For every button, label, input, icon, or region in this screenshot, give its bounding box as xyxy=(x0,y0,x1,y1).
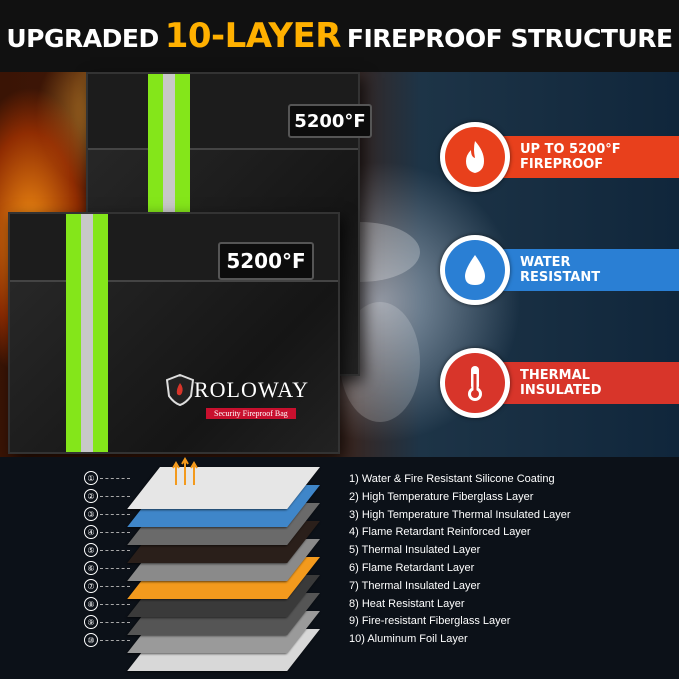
layer-item: 4) Flame Retardant Reinforced Layer xyxy=(349,526,531,539)
layer-item: 3) High Temperature Thermal Insulated La… xyxy=(349,508,571,521)
layer-item: 1) Water & Fire Resistant Silicone Coati… xyxy=(349,473,555,485)
layer-item: 5) Thermal Insulated Layer xyxy=(349,544,481,557)
leader-line xyxy=(100,640,130,641)
reflective-stripe xyxy=(66,214,108,452)
leader-line xyxy=(100,496,130,497)
temperature-label: 5200°F xyxy=(288,104,372,138)
flame-icon xyxy=(466,141,484,173)
thermometer-icon xyxy=(468,366,482,401)
layer-number: ⑥ xyxy=(84,561,98,575)
feature-line-1: UP TO 5200°F xyxy=(520,142,621,157)
leader-line xyxy=(100,514,130,515)
feature-line-1: WATER xyxy=(520,255,571,270)
layer-item: 6) Flame Retardant Layer xyxy=(349,562,475,574)
hero-scene: 5200°F 5200°F ROLOWAY Security Fireproof… xyxy=(0,72,679,457)
headline-pre: UPGRADED xyxy=(6,24,159,53)
leader-line xyxy=(100,604,130,605)
layer-number: ③ xyxy=(84,507,98,521)
brand-subtitle: Security Fireproof Bag xyxy=(206,408,296,419)
layer-number: ⑦ xyxy=(84,579,98,593)
leader-line xyxy=(100,586,130,587)
layer-item: 8) Heat Resistant Layer xyxy=(349,597,465,610)
leader-line xyxy=(100,622,130,623)
feature-line-1: THERMAL xyxy=(520,368,590,383)
water-drop-icon xyxy=(465,255,485,285)
layer-number: ⑩ xyxy=(84,633,98,647)
layer-number: ⑤ xyxy=(84,543,98,557)
feature-line-2: INSULATED xyxy=(520,383,602,398)
layer-number: ⑨ xyxy=(84,615,98,629)
feature-line-2: FIREPROOF xyxy=(520,157,604,172)
leader-line xyxy=(100,532,130,533)
temperature-label: 5200°F xyxy=(218,242,314,280)
leader-line xyxy=(100,478,130,479)
layer-number: ② xyxy=(84,489,98,503)
brand-name: ROLOWAY xyxy=(194,377,309,402)
leader-line xyxy=(100,568,130,569)
layer-item: 2) High Temperature Fiberglass Layer xyxy=(349,490,534,503)
layer-item: 9) Fire-resistant Fiberglass Layer xyxy=(349,615,511,628)
layer-number: ⑧ xyxy=(84,597,98,611)
brand-logo: ROLOWAY Security Fireproof Bag xyxy=(166,374,309,419)
layer-number: ④ xyxy=(84,525,98,539)
shield-icon xyxy=(166,374,194,406)
layer-diagram: ① ② ③ ④ ⑤ ⑥ ⑦ ⑧ ⑨ ⑩ 1) Water & Fire Resistant Sil… xyxy=(0,457,679,679)
headline-highlight: 10-LAYER xyxy=(164,16,342,56)
heat-arrows-icon xyxy=(172,457,198,485)
layer-item: 7) Thermal Insulated Layer xyxy=(349,579,481,592)
feature-line-2: RESISTANT xyxy=(520,270,601,285)
layer-sheet xyxy=(127,467,320,509)
leader-line xyxy=(100,550,130,551)
layer-item: 10) Aluminum Foil Layer xyxy=(349,633,468,646)
fireproof-bag-front: 5200°F ROLOWAY Security Fireproof Bag xyxy=(8,212,340,454)
headline-post: FIREPROOF STRUCTURE xyxy=(346,24,673,53)
layer-number: ① xyxy=(84,471,98,485)
